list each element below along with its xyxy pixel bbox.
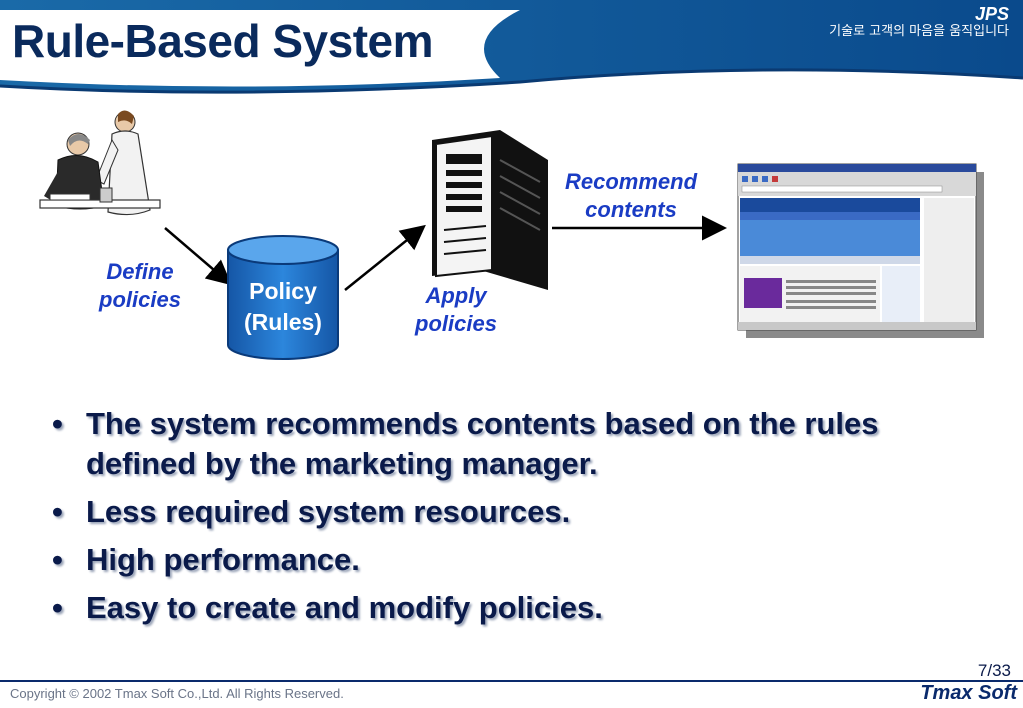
- bullet-dot: •: [52, 542, 63, 577]
- recommend-contents-label: Recommend contents: [564, 169, 698, 222]
- bullet-item: •Less required system resources.: [52, 492, 992, 532]
- slide-title: Rule-Based System: [12, 15, 434, 67]
- bullet-dot: •: [52, 590, 63, 625]
- tmax-soft-logo: Tmax Soft: [920, 682, 1017, 704]
- bullet-item: •The system recommends contents based on…: [52, 406, 879, 481]
- arrow-define: [164, 227, 232, 286]
- bullet-item: •High performance.: [52, 540, 992, 580]
- bullet-list: •The system recommends contents based on…: [52, 404, 992, 636]
- arrow-apply: [344, 224, 426, 291]
- apply-policies-label: Apply policies: [415, 283, 497, 336]
- bullet-dot: •: [52, 406, 63, 441]
- rule-based-diagram: Define policies Policy (Rules) Apply pol…: [0, 100, 1023, 400]
- brand: JPS 기술로 고객의 마음을 움직입니다: [829, 4, 1009, 40]
- copyright-notice: Copyright © 2002 Tmax Soft Co.,Ltd. All …: [10, 686, 344, 701]
- brand-tagline: 기술로 고객의 마음을 움직입니다: [829, 24, 1009, 39]
- policy-database-cylinder: [227, 235, 339, 360]
- header-band: [0, 0, 1023, 94]
- define-policies-label: Define policies: [99, 259, 181, 312]
- policy-rules-label: Policy (Rules): [244, 278, 322, 335]
- web-page-screenshot: [737, 163, 984, 338]
- server-icon: [432, 130, 548, 290]
- bullet-dot: •: [52, 494, 63, 529]
- bullet-item: •Easy to create and modify policies.: [52, 588, 992, 628]
- page-number: 7/33: [977, 661, 1011, 680]
- footer-divider: [0, 680, 1023, 682]
- brand-name: JPS: [974, 4, 1009, 24]
- marketing-managers-illustration: [39, 110, 161, 216]
